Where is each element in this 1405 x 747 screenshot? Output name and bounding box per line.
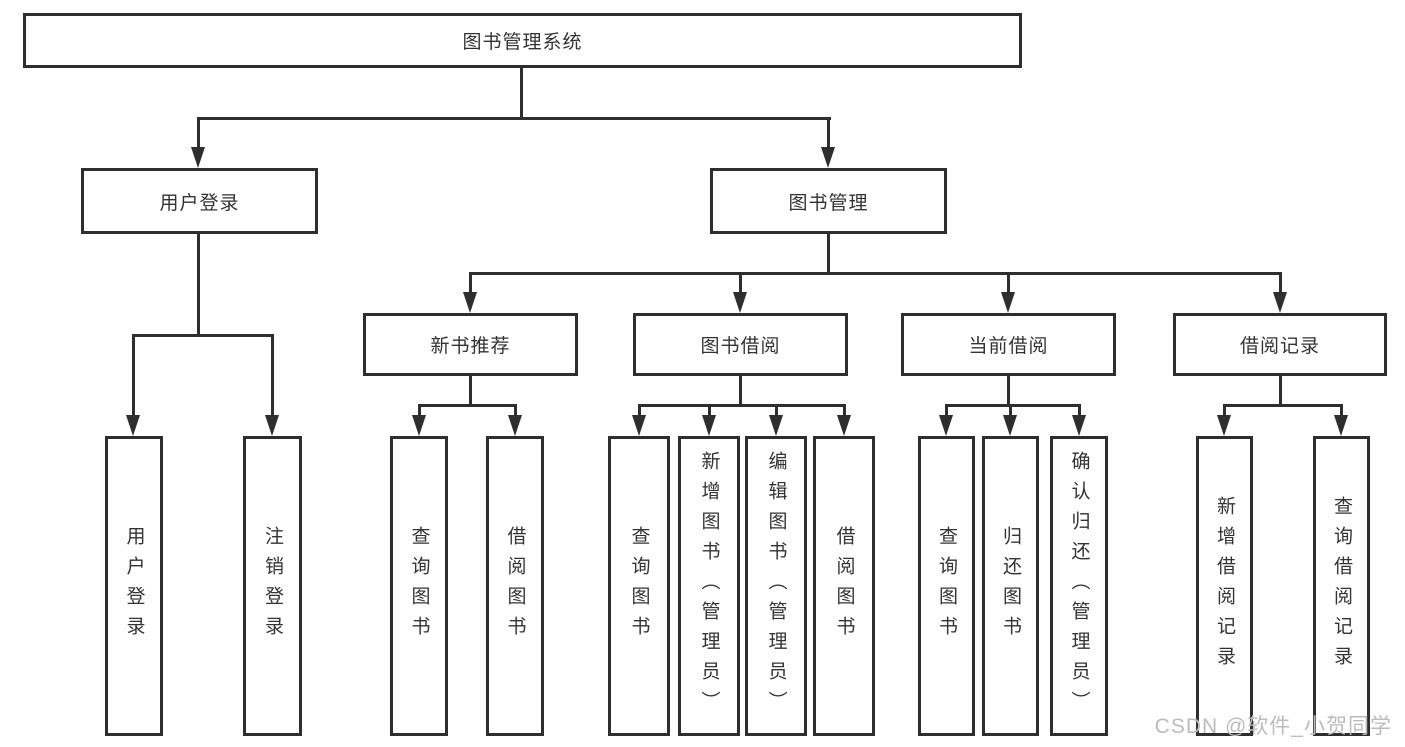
connector-stem-new-book [469,272,472,295]
arrow-down-icon [265,415,279,436]
node-borrowing-records: 借阅记录 [1173,313,1387,376]
connector-stem-leaf [775,404,778,418]
node-label: 用户登录 [159,192,240,214]
leaf-borrow-books: 借阅图书 [813,436,875,736]
arrow-down-icon [632,415,646,436]
connector-book-borrow-trunk [739,376,742,407]
connector-stem-user-login [197,117,200,150]
leaf-user-login: 用户登录 [105,436,163,736]
node-label: 图书借阅 [700,336,781,357]
leaf-label: 查询借阅记录 [1331,496,1352,676]
node-label: 当前借阅 [968,336,1049,357]
leaf-label: 借阅图书 [504,526,526,646]
arrow-down-icon [821,147,835,168]
connector-new-book-rail [418,404,517,407]
leaf-label: 新增图书（管理员） [698,451,720,721]
node-label: 借阅记录 [1239,336,1320,357]
connector-stem-leaf [638,404,641,418]
leaf-add-borrow-record: 新增借阅记录 [1196,436,1253,736]
arrow-down-icon [1001,292,1015,313]
connector-stem-logout-leaf [271,334,274,418]
leaf-add-books-admin: 新增图书（管理员） [678,436,740,736]
arrow-down-icon [126,415,140,436]
leaf-label: 新增借阅记录 [1214,496,1235,676]
node-new-book-recommend: 新书推荐 [363,313,578,376]
leaf-query-books: 查询图书 [608,436,670,736]
connector-stem-leaf [418,404,421,418]
connector-current-borrow-trunk [1007,376,1010,407]
node-label: 图书管理系统 [462,32,583,53]
connector-borrow-record-trunk [1279,376,1282,407]
connector-user-login-rail [132,334,274,337]
connector-stem-login-leaf [132,334,135,418]
leaf-borrow-books: 借阅图书 [486,436,544,736]
connector-borrow-record-rail [1223,404,1343,407]
node-label: 新书推荐 [430,336,511,357]
arrow-down-icon [1334,415,1348,436]
leaf-logout: 注销登录 [243,436,302,736]
leaf-label: 注销登录 [262,526,283,646]
connector-stem-current-borrow [1007,272,1010,295]
connector-stem-leaf [843,404,846,418]
connector-level2-rail [469,272,1282,275]
leaf-return-books: 归还图书 [982,436,1039,736]
leaf-query-borrow-record: 查询借阅记录 [1313,436,1370,736]
connector-book-management-trunk [827,234,830,275]
connector-stem-book-borrow [739,272,742,295]
leaf-label: 查询图书 [936,526,957,646]
leaf-confirm-return-admin: 确认归还（管理员） [1050,436,1108,736]
connector-current-borrow-rail [945,404,1081,407]
connector-user-login-trunk [197,234,200,337]
node-user-login: 用户登录 [81,168,318,234]
leaf-label: 编辑图书（管理员） [765,451,787,721]
arrow-down-icon [1217,415,1231,436]
leaf-edit-books-admin: 编辑图书（管理员） [745,436,807,736]
arrow-down-icon [769,415,783,436]
connector-stem-leaf [1078,404,1081,418]
csdn-watermark: CSDN @软件_小贺同学 [1154,715,1392,738]
arrow-down-icon [702,415,716,436]
arrow-down-icon [1003,415,1017,436]
node-current-borrowing: 当前借阅 [901,313,1116,376]
arrow-down-icon [191,147,205,168]
connector-root-trunk [520,68,523,119]
arrow-down-icon [463,292,477,313]
arrow-down-icon [508,415,522,436]
arrow-down-icon [412,415,426,436]
leaf-label: 查询图书 [628,526,650,646]
leaf-label: 查询图书 [408,526,430,646]
connector-stem-leaf [945,404,948,418]
connector-level1-rail [197,117,831,120]
connector-new-book-trunk [469,376,472,407]
leaf-query-books: 查询图书 [918,436,975,736]
connector-stem-borrow-record [1279,272,1282,295]
leaf-query-books: 查询图书 [390,436,448,736]
arrow-down-icon [837,415,851,436]
node-label: 图书管理 [788,192,869,214]
arrow-down-icon [939,415,953,436]
arrow-down-icon [733,292,747,313]
leaf-label: 借阅图书 [833,526,855,646]
connector-stem-book-management [827,117,830,150]
node-library-management-system: 图书管理系统 [23,13,1022,68]
connector-book-borrow-rail [638,404,846,407]
connector-stem-leaf [514,404,517,418]
connector-stem-leaf [1340,404,1343,418]
arrow-down-icon [1273,292,1287,313]
node-book-borrowing: 图书借阅 [633,313,848,376]
leaf-label: 归还图书 [1000,526,1021,646]
leaf-label: 用户登录 [123,526,145,646]
connector-stem-leaf [1009,404,1012,418]
connector-stem-leaf [1223,404,1226,418]
connector-stem-leaf [708,404,711,418]
arrow-down-icon [1072,415,1086,436]
node-book-management: 图书管理 [710,168,947,234]
leaf-label: 确认归还（管理员） [1068,451,1090,721]
